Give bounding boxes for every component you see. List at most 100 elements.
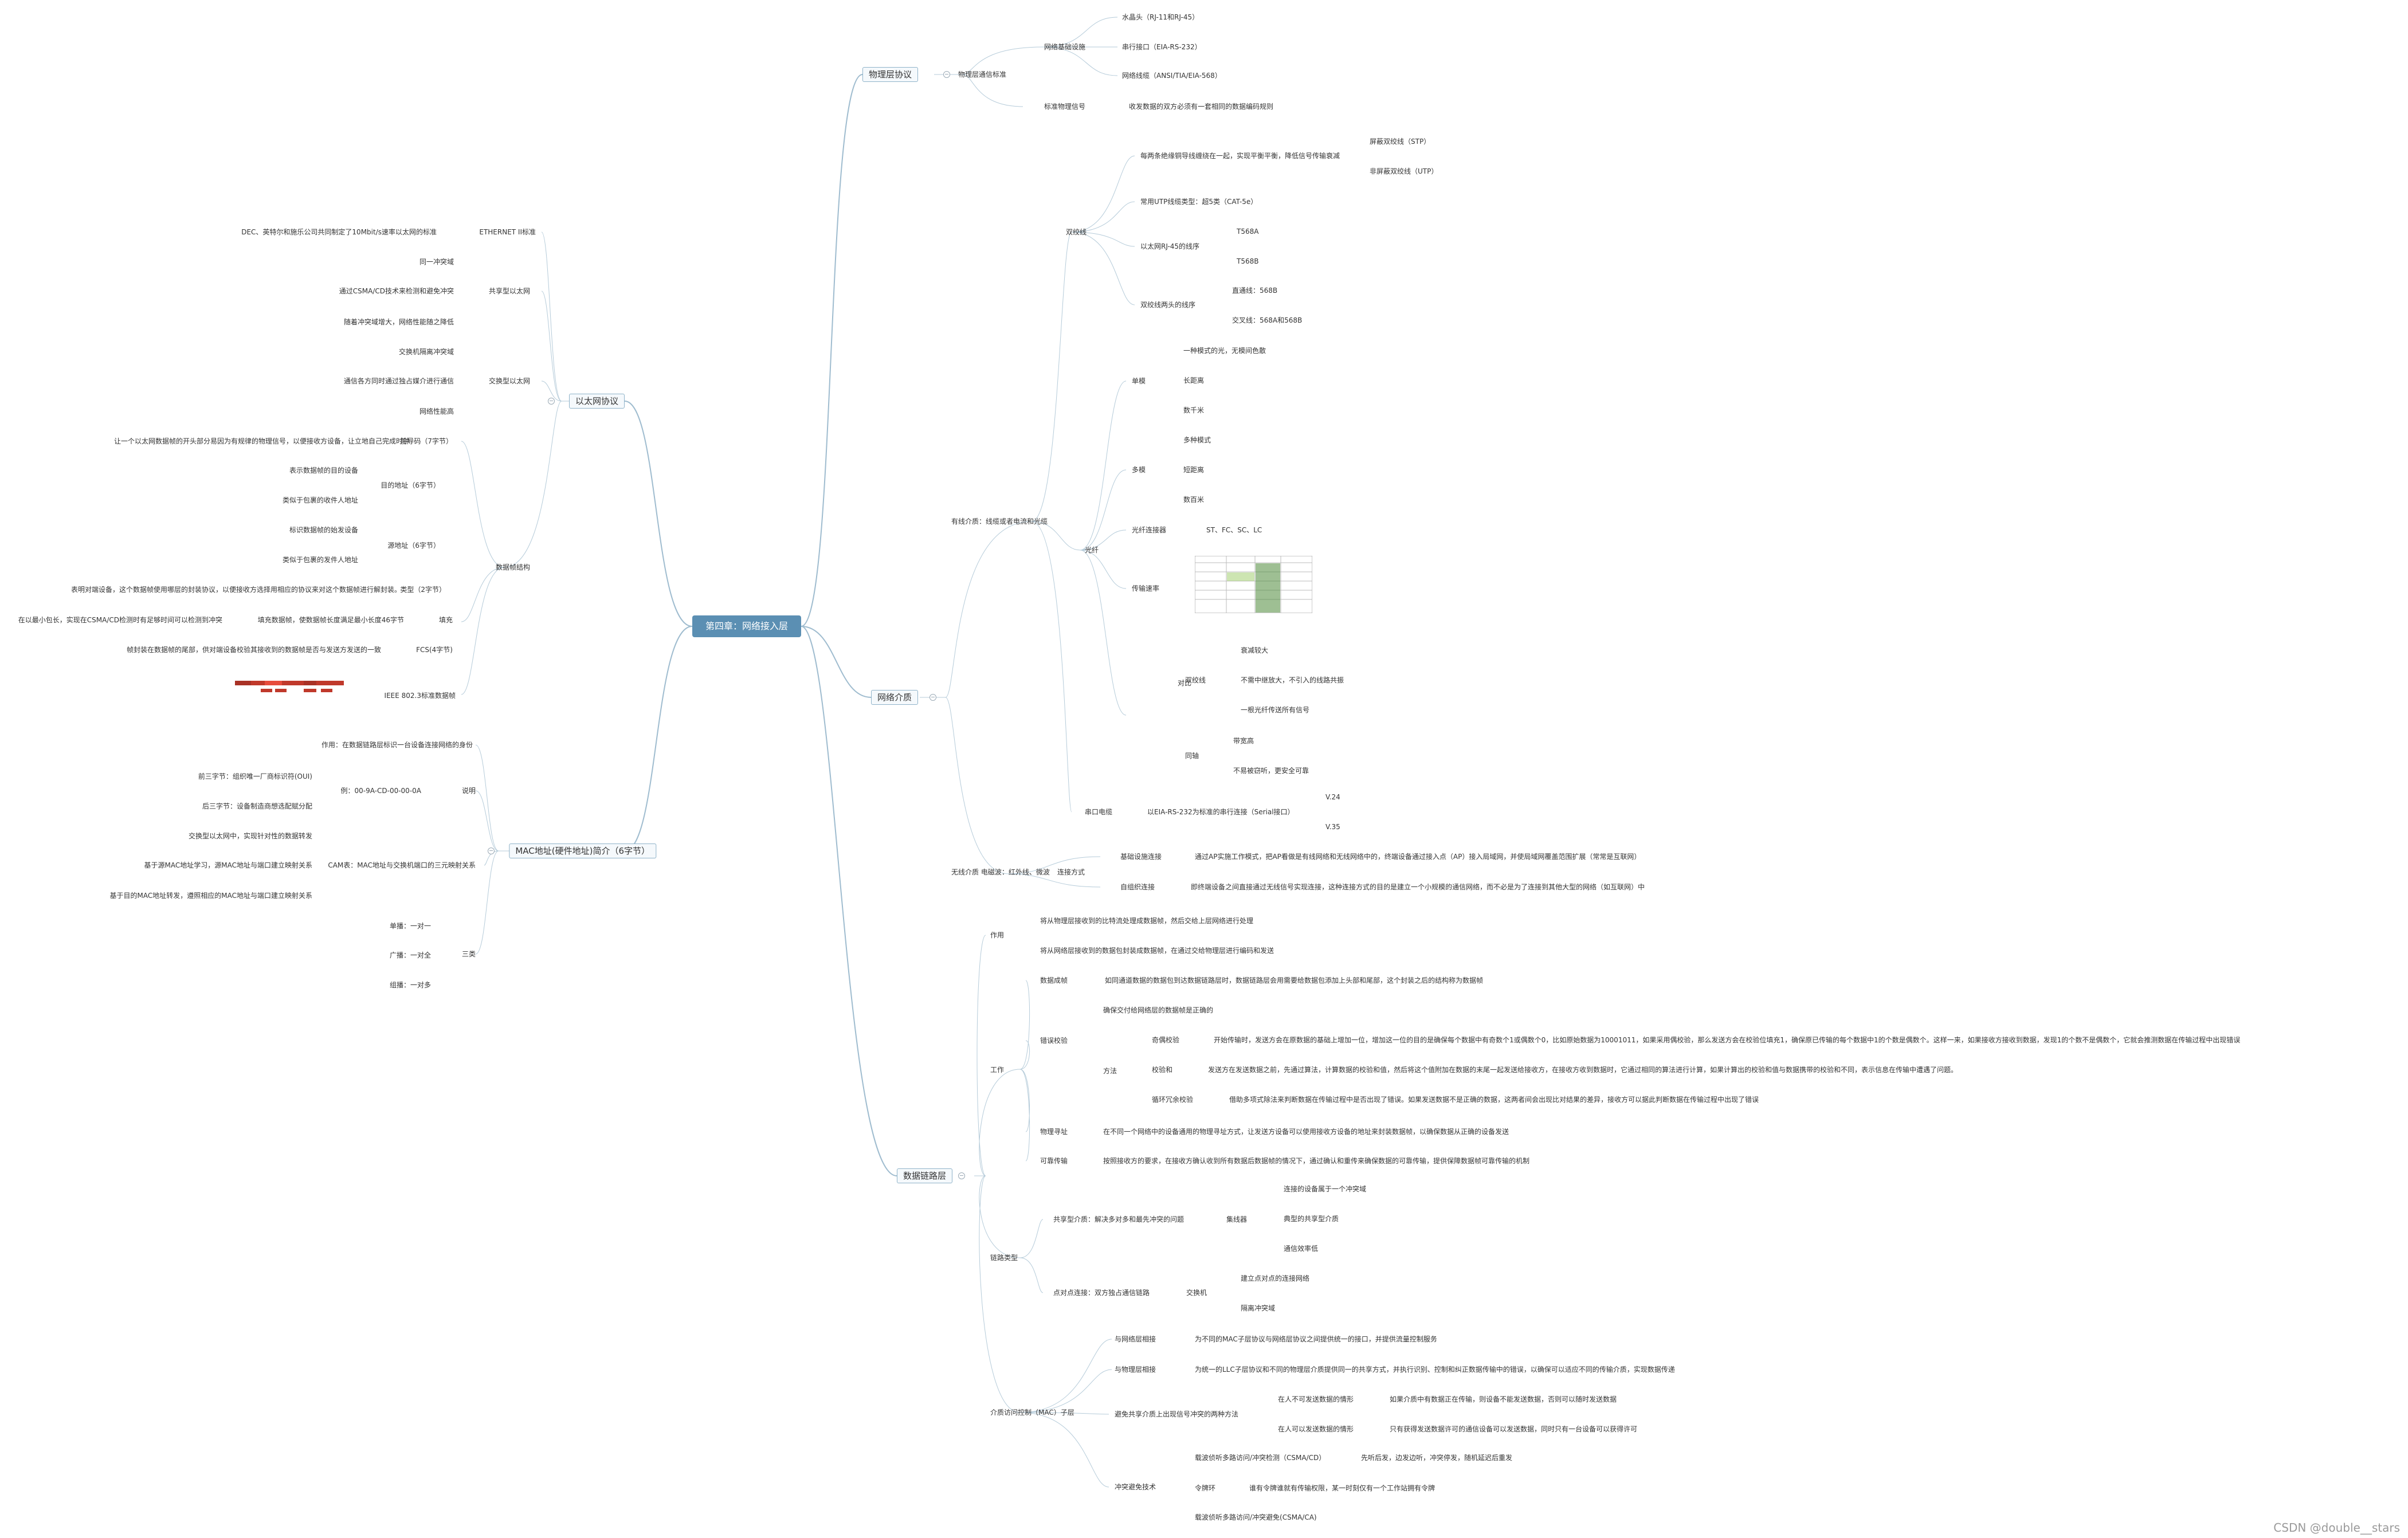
node-signal[interactable]: 标准物理信号 — [1044, 103, 1086, 111]
node-broadcast[interactable]: 广播：一对全 — [389, 951, 431, 959]
node-ieee-frame[interactable]: IEEE 802.3标准数据帧 — [384, 692, 456, 700]
node-adhoc[interactable]: 自组织连接 — [1120, 883, 1155, 891]
node-multi-1[interactable]: 多种模式 — [1183, 436, 1211, 444]
node-single-3[interactable]: 数千米 — [1183, 406, 1205, 414]
node-mac-front[interactable]: 前三字节：组织唯一厂商标识符(OUI) — [198, 772, 312, 780]
node-avoidance[interactable]: 冲突避免技术 — [1115, 1483, 1156, 1491]
node-token-desc[interactable]: 谁有令牌谁就有传输权限，某一时刻仅有一个工作站拥有令牌 — [1249, 1484, 1436, 1492]
node-llc-down-desc[interactable]: 为统一的LLC子层协议和不同的物理层介质提供同一的共享方式，并执行识别、控制和纠… — [1195, 1366, 1675, 1374]
node-mac-back[interactable]: 后三字节：设备制造商想选配赋分配 — [202, 802, 312, 810]
node-p2p[interactable]: 点对点连接：双方独占通信链路 — [1053, 1289, 1150, 1297]
node-serial-cable[interactable]: 串口电缆 — [1085, 808, 1113, 816]
node-transfer-rate[interactable]: 传输速率 — [1132, 584, 1160, 593]
node-t568b[interactable]: T568B — [1237, 257, 1259, 265]
node-mac-example[interactable]: 例：00-9A-CD-00-00-0A — [340, 787, 421, 795]
node-twisted-1[interactable]: 每两条绝缘铜导线缠绕在一起，实现平衡平衡，降低信号传输衰减 — [1140, 152, 1340, 160]
node-adhoc-desc[interactable]: 即终端设备之间直接通过无线信号实现连接，这种连接方式的目的是建立一个小规模的通信… — [1191, 883, 1645, 891]
node-conflict-2[interactable]: 在人可以发送数据的情形 — [1278, 1425, 1354, 1433]
node-switch-1[interactable]: 建立点对点的连接网络 — [1241, 1274, 1310, 1282]
collapse-toggle[interactable] — [958, 1172, 965, 1179]
node-fiber[interactable]: 光纤 — [1085, 546, 1099, 554]
node-switch[interactable]: 交换机 — [1186, 1289, 1207, 1297]
node-facility[interactable]: 网络基础设施 — [1044, 43, 1086, 51]
node-unicast[interactable]: 单播：一对一 — [389, 922, 431, 930]
node-reliable-desc[interactable]: 按照接收方的要求，在接收方确认收到所有数据后数据帧的情况下，通过确认和重传来确保… — [1103, 1157, 1530, 1165]
node-switch-2[interactable]: 隔离冲突域 — [1241, 1304, 1276, 1312]
node-dl-work[interactable]: 工作 — [990, 1066, 1005, 1074]
node-hub-2[interactable]: 典型的共享型介质 — [1284, 1215, 1339, 1223]
node-type[interactable]: 类型（2字节） — [400, 586, 446, 594]
node-multi-2[interactable]: 短距离 — [1183, 466, 1205, 474]
node-single-mode[interactable]: 单模 — [1132, 377, 1146, 385]
node-v24[interactable]: V.24 — [1325, 793, 1340, 801]
node-single-2[interactable]: 长距离 — [1183, 376, 1205, 384]
node-physical-std[interactable]: 物理层通信标准 — [958, 70, 1007, 79]
node-framing[interactable]: 数据成帧 — [1040, 976, 1068, 984]
node-src-address[interactable]: 源地址（6字节） — [387, 542, 440, 550]
node-dl-role[interactable]: 作用 — [990, 931, 1005, 939]
node-mac-sublayer[interactable]: 介质访问控制（MAC）子层 — [990, 1408, 1074, 1417]
node-parity[interactable]: 奇偶校验 — [1152, 1036, 1180, 1044]
collapse-toggle[interactable] — [930, 694, 936, 701]
node-conflict-methods[interactable]: 避免共享介质上出现信号冲突的两种方法 — [1115, 1410, 1239, 1418]
node-checksum[interactable]: 校验和 — [1152, 1066, 1173, 1074]
node-v35[interactable]: V.35 — [1325, 823, 1340, 831]
node-error-check[interactable]: 错误校验 — [1040, 1037, 1068, 1045]
node-dst-1[interactable]: 表示数据帧的目的设备 — [289, 466, 358, 474]
node-padding-note[interactable]: 在以最小包长，实现在CSMA/CD检测时有足够时间可以检测到冲突 — [18, 616, 222, 624]
node-mac-explain[interactable]: 说明 — [461, 787, 476, 795]
node-compare-twisted[interactable]: 双绞线 — [1185, 676, 1206, 684]
node-hub-3[interactable]: 通信效率低 — [1284, 1245, 1319, 1253]
node-compare[interactable]: 对比 — [1178, 679, 1192, 687]
node-rj45-order[interactable]: 以太网RJ-45的线序 — [1140, 242, 1200, 250]
node-crc-desc[interactable]: 借助多项式除法来判断数据在传输过程中是否出现了错误。如果发送数据不是正确的数据，… — [1229, 1096, 1759, 1104]
node-switched-ethernet[interactable]: 交换型以太网 — [488, 377, 530, 385]
node-preamble[interactable]: 前导码（7字节） — [400, 437, 453, 445]
node-compare-fiber-2[interactable]: 不易被窃听，更安全可靠 — [1233, 767, 1309, 775]
branch-data-link-layer[interactable]: 数据链路层 — [897, 1168, 953, 1183]
node-error-check-desc[interactable]: 确保交付给网络层的数据帧是正确的 — [1103, 1006, 1214, 1014]
node-shared-3[interactable]: 随着冲突域增大，网络性能随之降低 — [343, 318, 454, 326]
node-fcs[interactable]: FCS(4字节) — [416, 646, 453, 654]
node-cat5e[interactable]: 常用UTP线缆类型：超5类（CAT-5e） — [1140, 198, 1258, 206]
node-straight[interactable]: 直通线：568B — [1232, 287, 1278, 295]
node-shared-2[interactable]: 通过CSMA/CD技术来检测和避免冲突 — [339, 287, 454, 295]
node-parity-desc[interactable]: 开始传输时，发送方会在原数据的基础上增加一位，增加这一位的目的是确保每个数据中有… — [1214, 1036, 2241, 1044]
collapse-toggle[interactable] — [548, 398, 555, 405]
node-reliable-transfer[interactable]: 可靠传输 — [1040, 1157, 1068, 1165]
node-compare-twisted-1[interactable]: 衰减较大 — [1241, 646, 1269, 654]
node-padding-desc[interactable]: 填充数据帧，使数据帧长度满足最小长度46字节 — [257, 616, 404, 624]
node-mac-role[interactable]: 作用：在数据链路层标识一台设备连接网络的身份 — [321, 741, 473, 749]
node-csmaca[interactable]: 载波侦听多路访问/冲突避免(CSMA/CA) — [1195, 1513, 1317, 1521]
node-multi-3[interactable]: 数百米 — [1183, 496, 1205, 504]
branch-physical-layer[interactable]: 物理层协议 — [862, 67, 919, 82]
node-cabling[interactable]: 网络线缆（ANSI/TIA/EIA-568） — [1122, 72, 1222, 80]
node-physical-addressing-desc[interactable]: 在不同一个网络中的设备通用的物理寻址方式，让发送方设备可以使用接收方设备的地址来… — [1103, 1128, 1509, 1136]
node-connector-types[interactable]: ST、FC、SC、LC — [1206, 526, 1262, 534]
node-shared-medium[interactable]: 共享型介质：解决多对多和最先冲突的问题 — [1053, 1215, 1185, 1223]
collapse-toggle[interactable] — [488, 848, 495, 854]
node-preamble-desc[interactable]: 让一个以太网数据帧的开头部分易因为有规律的物理信号，以便接收方设备，让立地自己完… — [113, 437, 410, 445]
node-csmacd-desc[interactable]: 先听后发，边发边听，冲突停发，随机延迟后重发 — [1361, 1454, 1513, 1462]
node-token-ring[interactable]: 令牌环 — [1195, 1484, 1216, 1492]
node-llc-up-desc[interactable]: 为不同的MAC子层协议与网络层协议之间提供统一的接口，并提供流量控制服务 — [1195, 1335, 1437, 1343]
node-dst-address[interactable]: 目的地址（6字节） — [381, 481, 440, 489]
node-cam-1[interactable]: 交换型以太网中，实现针对性的数据转发 — [188, 832, 312, 840]
node-multi-mode[interactable]: 多模 — [1132, 466, 1146, 474]
node-wireless-medium[interactable]: 无线介质 电磁波：红外线、微波 — [951, 868, 1050, 876]
node-hub[interactable]: 集线器 — [1226, 1215, 1248, 1223]
node-twisted-pair[interactable]: 双绞线 — [1066, 228, 1087, 236]
node-utp[interactable]: 非屏蔽双绞线（UTP） — [1370, 167, 1438, 175]
node-shared-ethernet[interactable]: 共享型以太网 — [488, 287, 530, 295]
node-compare-fiber[interactable]: 同轴 — [1185, 752, 1199, 760]
node-ends-order[interactable]: 双绞线两头的线序 — [1140, 301, 1196, 309]
node-t568a[interactable]: T568A — [1237, 227, 1259, 236]
node-rj45[interactable]: 水晶头（RJ-11和RJ-45） — [1122, 13, 1199, 21]
node-stp[interactable]: 屏蔽双绞线（STP） — [1370, 138, 1431, 146]
node-switched-1[interactable]: 交换机隔离冲突域 — [398, 348, 454, 356]
node-padding[interactable]: 填充 — [438, 616, 453, 624]
node-serial[interactable]: 串行接口（EIA-RS-232） — [1122, 43, 1202, 51]
node-link-type[interactable]: 链路类型 — [990, 1254, 1018, 1262]
node-fiber-connector[interactable]: 光纤连接器 — [1132, 526, 1167, 534]
node-conflict-1-desc[interactable]: 如果介质中有数据正在传输，则设备不能发送数据，否则可以随时发送数据 — [1390, 1395, 1617, 1403]
